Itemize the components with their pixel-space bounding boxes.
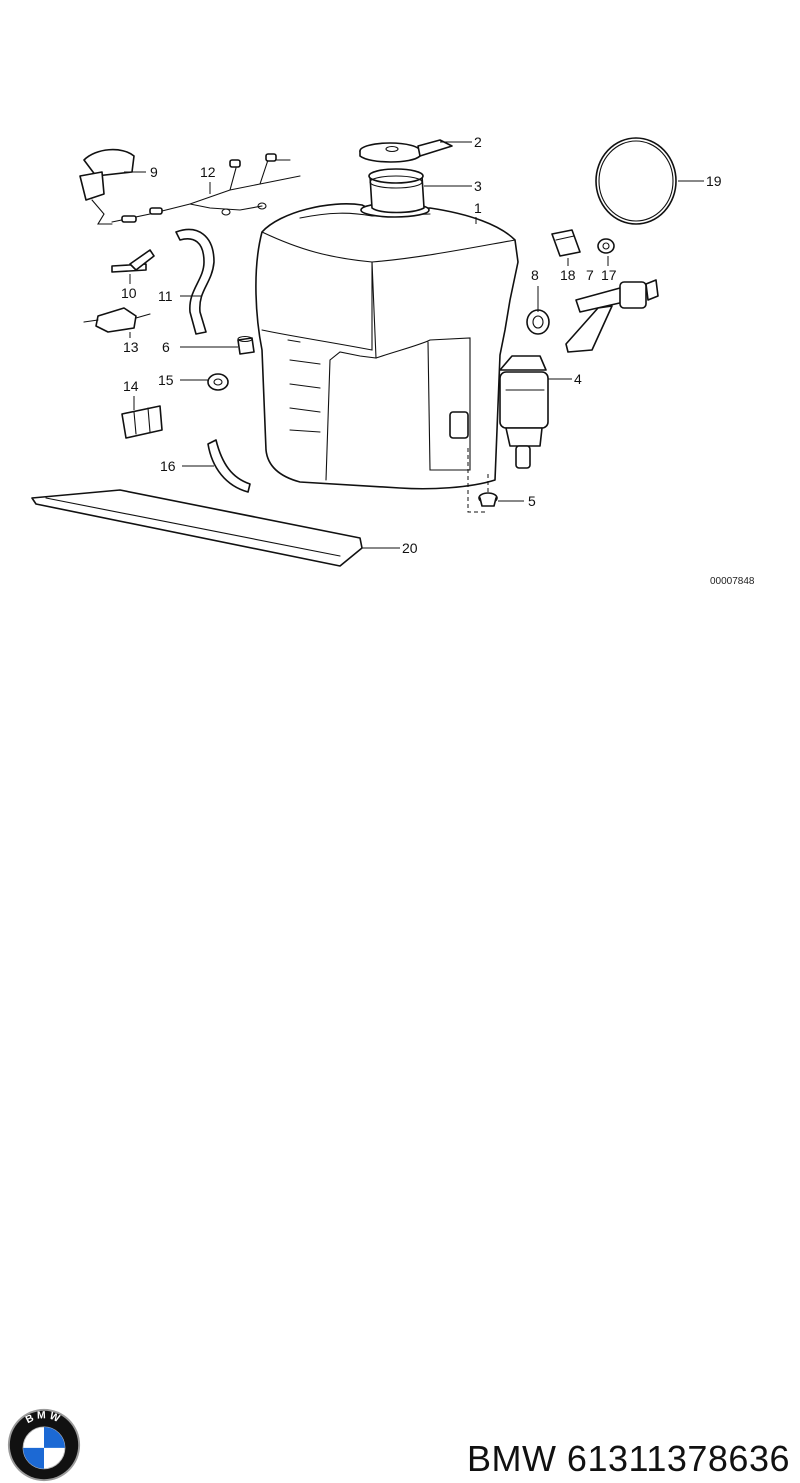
callout-14: 14 [123, 378, 139, 394]
washer-pump [499, 355, 549, 469]
callout-17: 17 [601, 267, 617, 283]
check-valve [83, 307, 151, 333]
bmw-logo: BMW [7, 1408, 81, 1482]
callout-11: 11 [158, 288, 173, 304]
o-ring [595, 137, 677, 225]
callout-5: 5 [528, 493, 536, 509]
small-grommet [207, 373, 229, 391]
washer-tank [255, 203, 519, 490]
callout-4: 4 [574, 371, 582, 387]
cover-plate [31, 489, 363, 567]
washer-jet [79, 148, 135, 225]
callout-6: 6 [162, 339, 170, 355]
callout-18: 18 [560, 267, 576, 283]
callout-8: 8 [531, 267, 539, 283]
rubber-grommet [526, 309, 550, 335]
callout-13: 13 [123, 339, 139, 355]
strap [207, 439, 251, 493]
level-sensor [565, 279, 659, 353]
callout-12: 12 [200, 164, 216, 180]
callout-3: 3 [474, 178, 482, 194]
callout-19: 19 [706, 173, 722, 189]
callout-7: 7 [586, 267, 594, 283]
tank-cap [359, 139, 453, 163]
leader-lines [124, 141, 704, 549]
footer: BMW BMW 61311378636 [0, 700, 800, 1482]
parts-diagram: 9 12 2 3 1 19 8 7 18 17 4 5 10 11 6 13 1… [31, 134, 755, 587]
diagram-reference-code: 00007848 [710, 576, 755, 587]
callouts: 9 12 2 3 1 19 8 7 18 17 4 5 10 11 6 13 1… [121, 134, 722, 556]
part-number: BMW 61311378636 [466, 1438, 790, 1479]
callout-10: 10 [121, 285, 137, 301]
callout-1: 1 [474, 200, 482, 216]
callout-9: 9 [150, 164, 158, 180]
callout-15: 15 [158, 372, 174, 388]
hose-clip [551, 229, 581, 257]
filler-neck [360, 168, 430, 218]
pump-grommet [467, 448, 498, 513]
wiring-harness [111, 153, 301, 223]
callout-2: 2 [474, 134, 482, 150]
plug [237, 335, 255, 355]
callout-16: 16 [160, 458, 176, 474]
callout-20: 20 [402, 540, 418, 556]
small-clamp [597, 238, 615, 254]
valve-holder [121, 405, 163, 439]
hose-fitting [111, 249, 155, 273]
hose [175, 228, 215, 335]
